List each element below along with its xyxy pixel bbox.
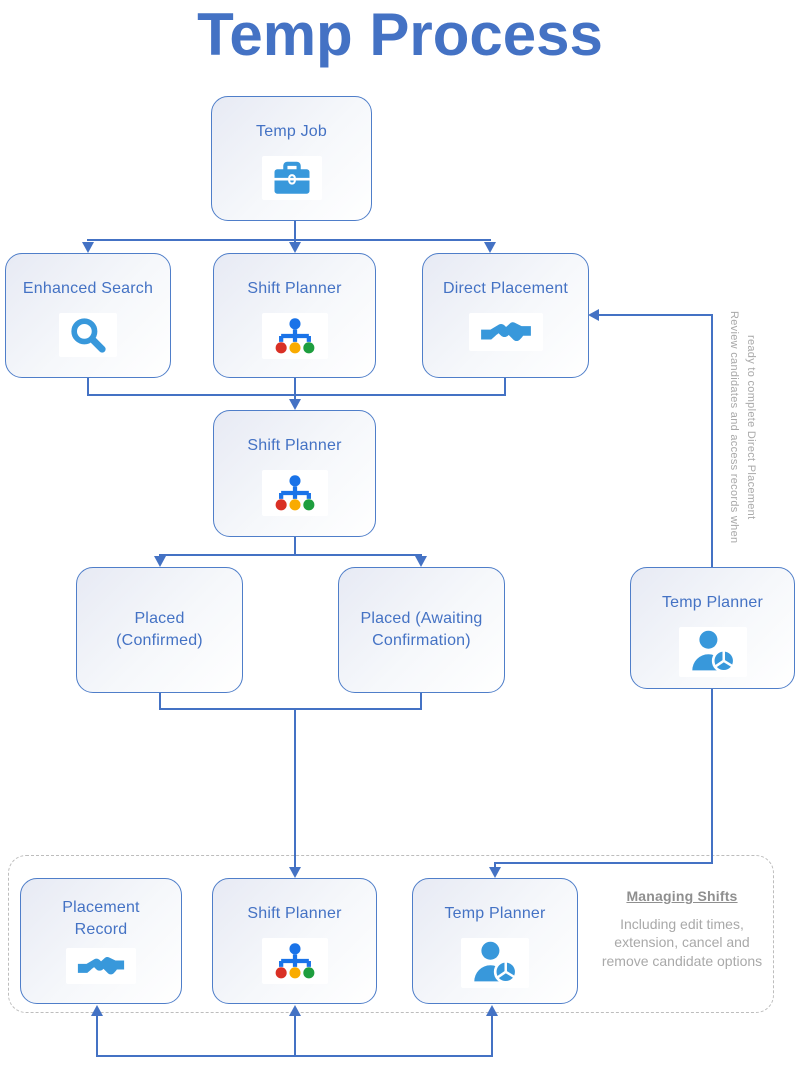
node-temp-planner-right: Temp Planner <box>630 567 795 689</box>
connector-line <box>491 1016 493 1056</box>
connector-line <box>294 378 296 399</box>
managing-shifts-zone <box>8 855 774 1013</box>
connector-line <box>294 537 296 555</box>
node-placement-record: Placement Record <box>20 878 182 1004</box>
node-temp-planner-bottom: Temp Planner <box>412 878 578 1004</box>
connector-line <box>96 1055 493 1057</box>
node-enhanced-search: Enhanced Search <box>5 253 171 378</box>
arrowhead <box>588 309 599 321</box>
connector-line <box>96 1016 98 1056</box>
briefcase-icon <box>261 156 322 201</box>
node-temp-job: Temp Job <box>211 96 372 221</box>
node-label: Placed (Confirmed) <box>116 609 203 649</box>
org-chart-icon <box>261 938 328 985</box>
managing-shifts-body: Including edit times, extension, cancel … <box>601 916 763 969</box>
arrowhead <box>289 1005 301 1016</box>
managing-shifts-note: Managing Shifts Including edit times, ex… <box>594 888 770 970</box>
org-chart-icon <box>261 470 328 517</box>
arrowhead <box>154 556 166 567</box>
node-placed-awaiting-confirmation: Placed (Awaiting Confirmation) <box>338 567 505 693</box>
review-candidates-note-line1: Review candidates and access records whe… <box>728 310 740 544</box>
node-label: Temp Planner <box>661 594 764 611</box>
node-label: Enhanced Search <box>22 280 154 297</box>
person-pie-chart-icon <box>678 627 747 678</box>
arrowhead <box>484 242 496 253</box>
connector-line <box>294 1016 296 1056</box>
connector-line <box>420 693 422 709</box>
connector-line <box>494 862 496 868</box>
connector-line <box>87 239 491 241</box>
page-title: Temp Process <box>197 1 603 68</box>
node-label: Shift Planner <box>247 905 342 922</box>
node-placed-confirmed: Placed (Confirmed) <box>76 567 243 693</box>
arrowhead <box>289 867 301 878</box>
node-label: Direct Placement <box>442 280 569 297</box>
node-label: Placement Record <box>62 899 140 939</box>
connector-line <box>711 314 713 567</box>
org-chart-icon <box>261 313 328 360</box>
node-label: Temp Job <box>256 123 327 140</box>
review-candidates-note: Review candidates and access records whe… <box>728 296 757 558</box>
arrowhead <box>82 242 94 253</box>
connector-line <box>159 693 161 709</box>
node-direct-placement: Direct Placement <box>422 253 589 378</box>
connector-line <box>711 689 713 863</box>
connector-line <box>294 221 296 242</box>
arrowhead <box>91 1005 103 1016</box>
handshake-icon <box>66 947 136 984</box>
connector-line <box>504 378 506 395</box>
node-shift-planner-1: Shift Planner <box>213 253 376 378</box>
connector-line <box>159 554 422 556</box>
connector-line <box>494 862 713 864</box>
person-pie-chart-icon <box>461 938 529 989</box>
node-label: Temp Planner <box>444 905 546 922</box>
handshake-icon <box>468 313 543 352</box>
connector-line <box>87 378 89 395</box>
node-label: Placed (Awaiting Confirmation) <box>360 609 483 649</box>
connector-line <box>599 314 712 316</box>
node-label: Shift Planner <box>247 437 342 454</box>
connector-line <box>87 394 506 396</box>
arrowhead <box>415 556 427 567</box>
connector-line <box>294 708 296 867</box>
node-shift-planner-3: Shift Planner <box>212 878 377 1004</box>
arrowhead <box>489 867 501 878</box>
review-candidates-note-line2: ready to complete Direct Placement <box>745 334 757 520</box>
connector-line <box>159 708 422 710</box>
arrowhead <box>486 1005 498 1016</box>
managing-shifts-heading: Managing Shifts <box>626 888 738 904</box>
arrowhead <box>289 242 301 253</box>
node-shift-planner-2: Shift Planner <box>213 410 376 537</box>
arrowhead <box>289 399 301 410</box>
node-label: Shift Planner <box>247 280 342 297</box>
search-icon <box>59 313 117 358</box>
